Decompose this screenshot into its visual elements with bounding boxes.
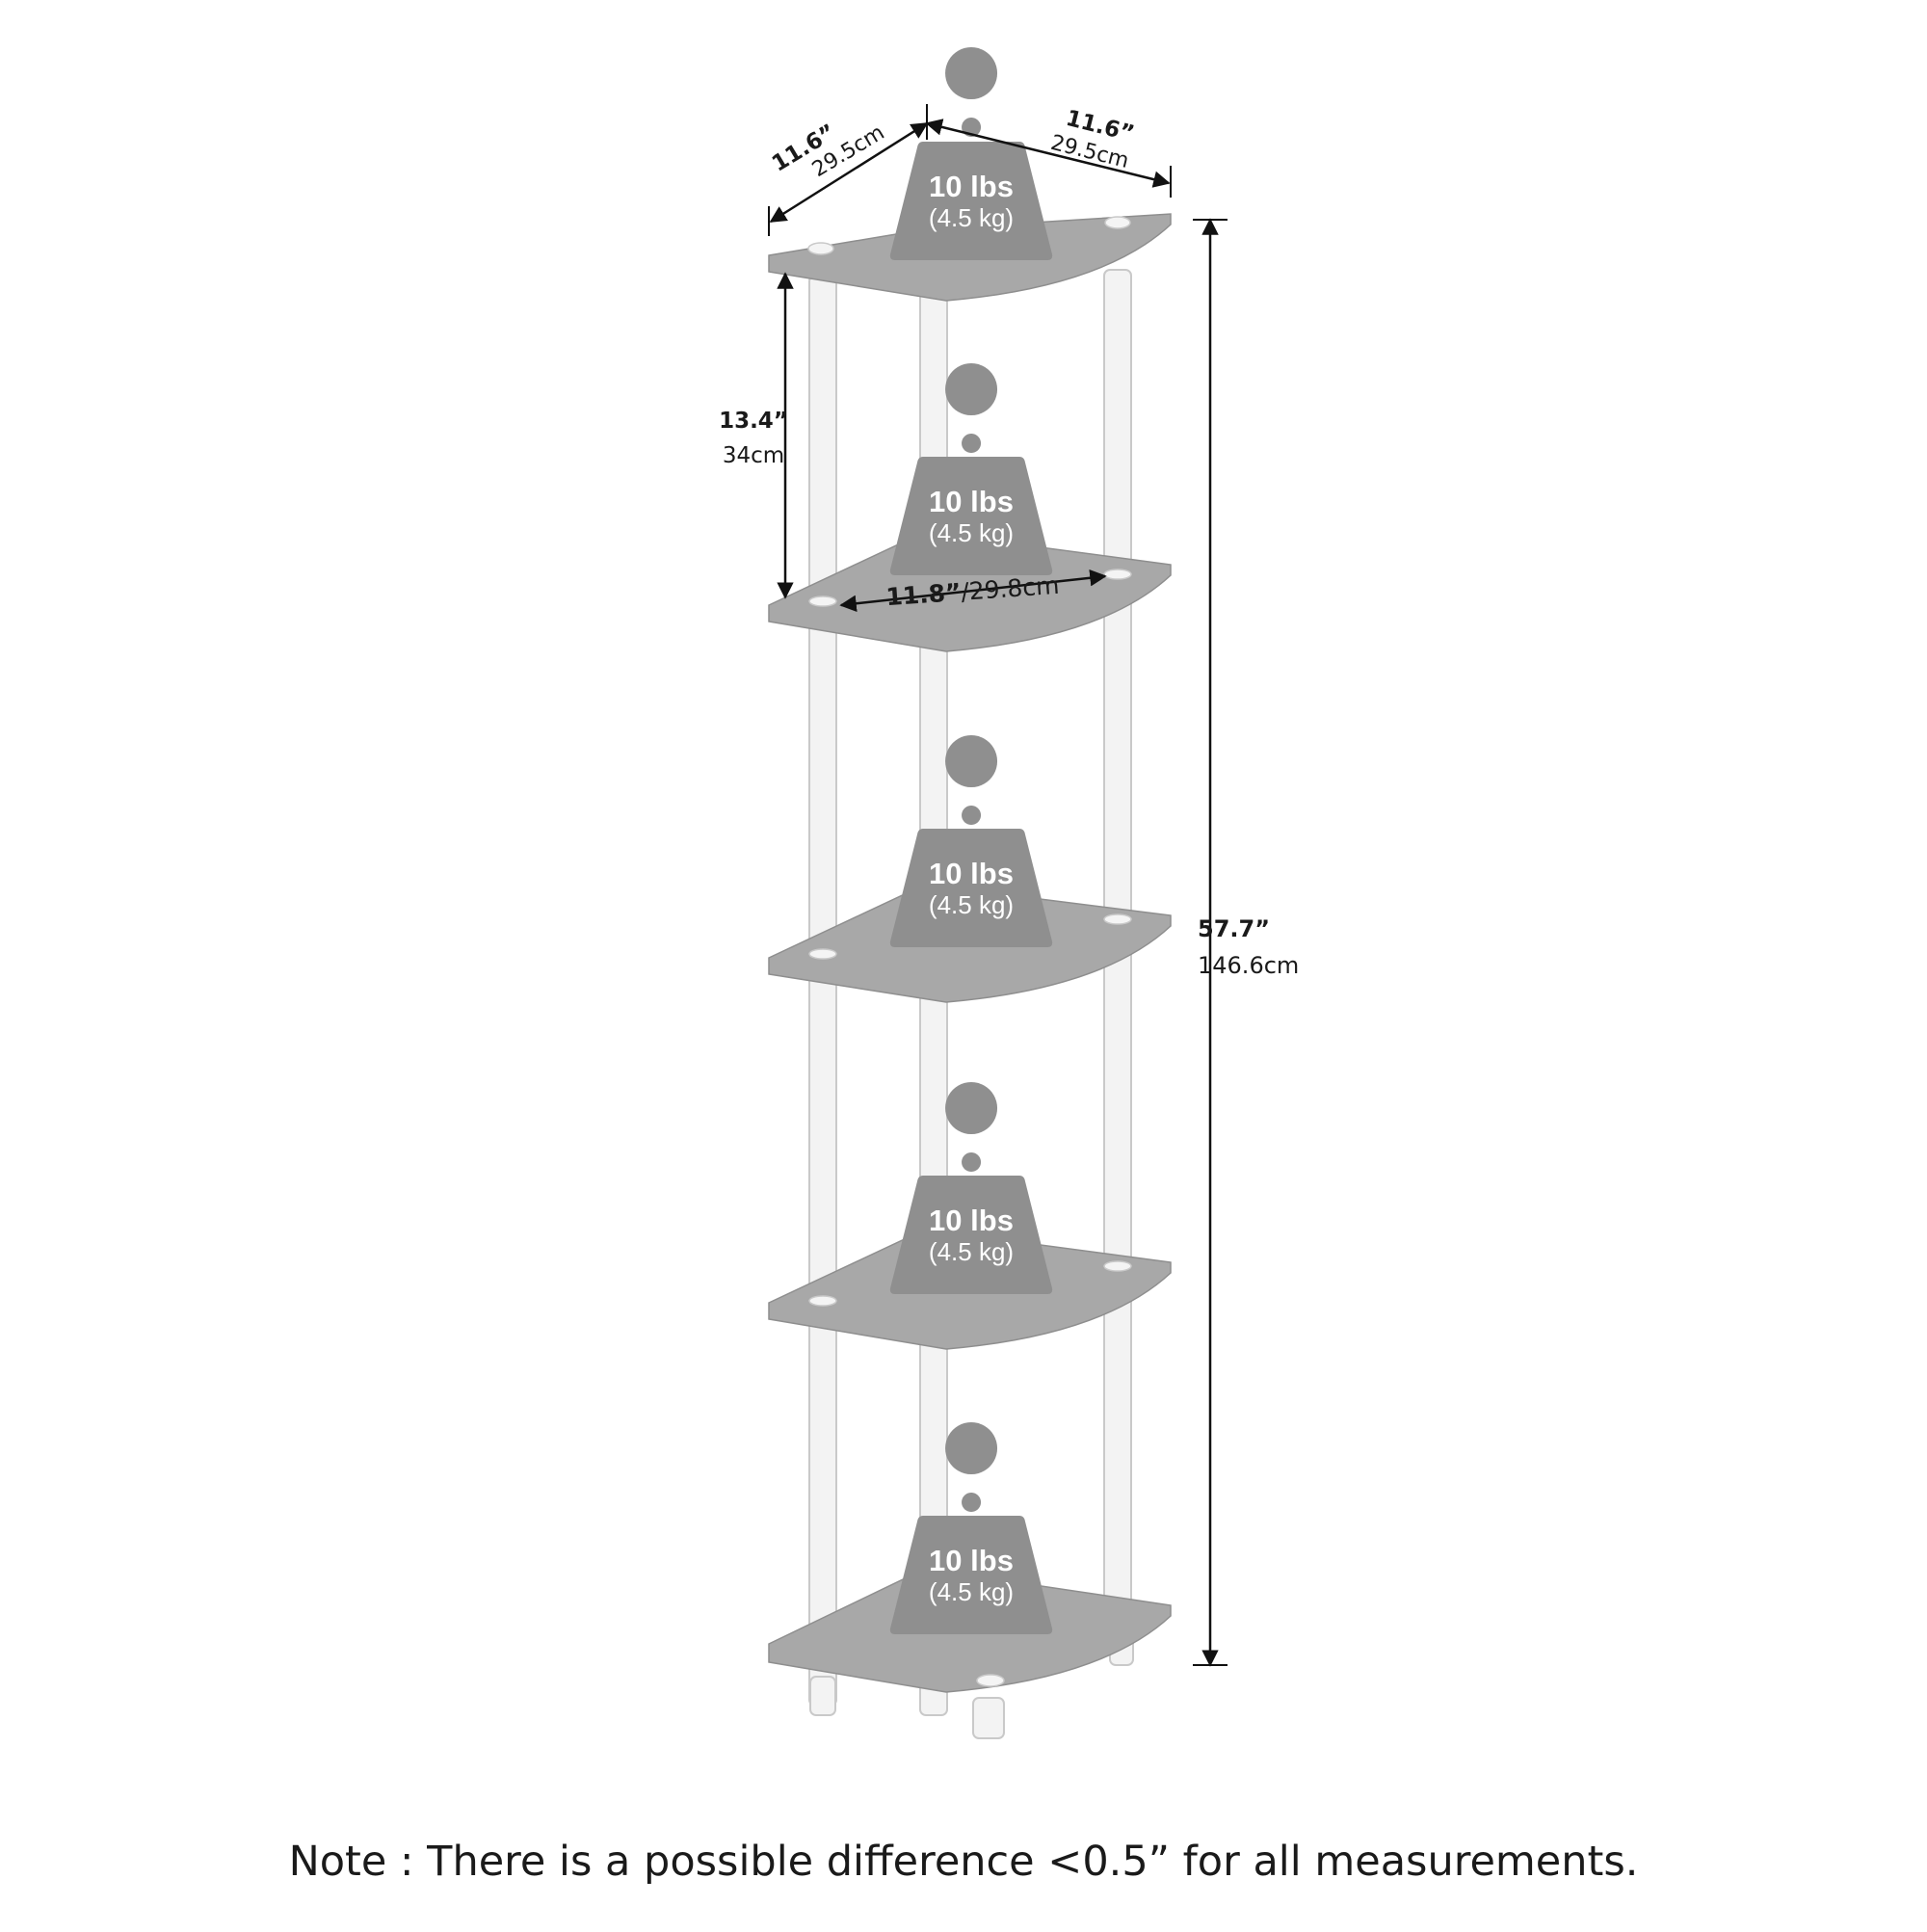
weight-icon: 10 lbs (4.5 kg) <box>889 1082 1053 1294</box>
weight-kg: (4.5 kg) <box>929 1237 1014 1266</box>
right-depth-arrow <box>925 119 1171 188</box>
weight-kg: (4.5 kg) <box>929 518 1014 547</box>
foot-front <box>972 1697 1005 1739</box>
total-height-cm: 146.6cm <box>1198 952 1299 979</box>
weight-lbs: 10 lbs <box>929 1544 1014 1577</box>
cap-3-right <box>1103 913 1132 925</box>
left-post <box>808 275 837 1707</box>
front-width-label: 11.8”/29.8cm <box>884 571 1060 612</box>
weight-lbs: 10 lbs <box>929 1204 1014 1237</box>
weight-lbs: 10 lbs <box>929 485 1014 518</box>
total-height-inch: 57.7” <box>1198 915 1270 942</box>
cap-2-right <box>1103 569 1132 580</box>
front-width-cm: /29.8cm <box>960 571 1060 606</box>
measurement-note: Note : There is a possible difference <0… <box>288 1838 1639 1886</box>
weight-kg: (4.5 kg) <box>929 203 1014 232</box>
post-caps <box>807 216 1132 1687</box>
weight-lbs: 10 lbs <box>929 857 1014 890</box>
cap-2-left <box>808 595 837 607</box>
shelf-spacing-inch: 13.4” <box>719 409 788 434</box>
weight-icon: 10 lbs (4.5 kg) <box>889 47 1053 260</box>
shelf-spacing-cm: 34cm <box>723 443 784 468</box>
front-width-inch: 11.8” <box>884 578 962 611</box>
hole-top-right <box>1104 216 1131 229</box>
front-width-arrow <box>839 569 1107 612</box>
foot-left <box>809 1676 836 1716</box>
hole-bottom-front <box>976 1674 1005 1687</box>
weight-kg: (4.5 kg) <box>929 1577 1014 1606</box>
weight-lbs: 10 lbs <box>929 170 1014 203</box>
cap-4-right <box>1103 1260 1132 1272</box>
dimension-lines <box>768 104 1227 1667</box>
weight-icons: 10 lbs (4.5 kg) 10 lbs (4.5 kg) 10 lbs (… <box>889 47 1053 1634</box>
weight-kg: (4.5 kg) <box>929 890 1014 919</box>
weight-icon: 10 lbs (4.5 kg) <box>889 1422 1053 1634</box>
hole-top-left <box>807 242 834 255</box>
weight-icon: 10 lbs (4.5 kg) <box>889 735 1053 947</box>
left-depth-arrow <box>769 121 929 224</box>
cap-4-left <box>808 1295 837 1307</box>
cap-3-left <box>808 948 837 960</box>
weight-icon: 10 lbs (4.5 kg) <box>889 363 1053 575</box>
